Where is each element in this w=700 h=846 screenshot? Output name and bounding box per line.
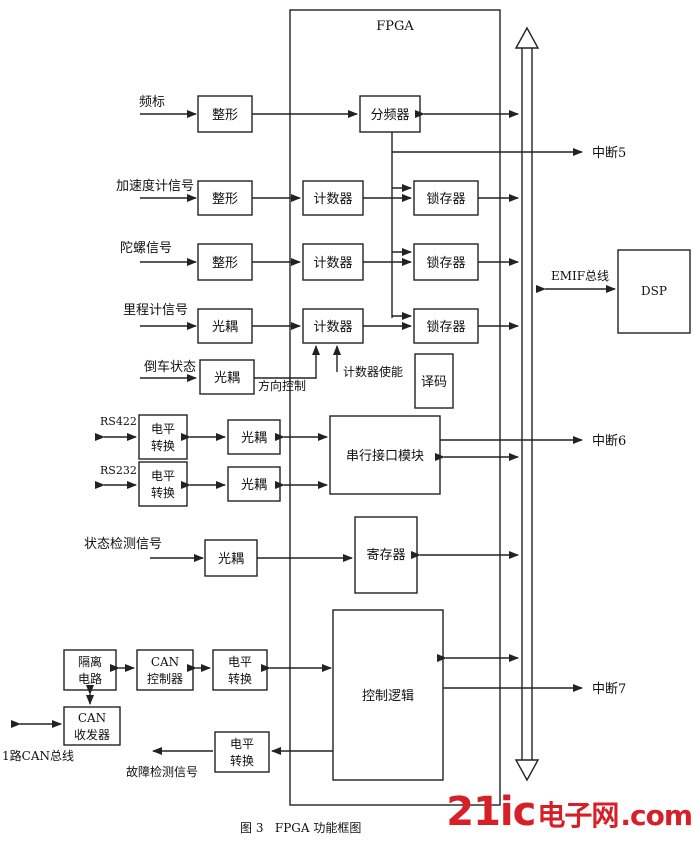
counter-box-3 [302, 308, 364, 344]
shaping-box-3 [197, 243, 253, 281]
level-box-1-line1: 电平 [151, 422, 175, 436]
control-logic-label: 控制逻辑 [362, 689, 414, 704]
isolation-line1: 隔离 [78, 654, 102, 669]
decoder-box [414, 353, 454, 409]
opto-box-3 [227, 419, 281, 455]
can-controller-box [136, 649, 194, 691]
can-transceiver-box [63, 706, 121, 746]
shaping-label-3: 整形 [212, 256, 238, 271]
level-box-1 [138, 414, 188, 460]
shaping-box-1 [197, 95, 253, 133]
opto-box-1 [197, 308, 253, 344]
isolation-box [63, 649, 117, 691]
input-rs422-label: RS422 [100, 415, 137, 428]
level-box-2-line1: 电平 [151, 469, 175, 483]
input-odo-label: 里程计信号 [123, 303, 188, 318]
input-status-label: 状态检测信号 [84, 537, 162, 552]
latch-label-3: 锁存器 [426, 319, 465, 335]
decoder-label: 译码 [421, 375, 447, 390]
watermark-sub: 电子网 [537, 799, 619, 832]
level-box-2 [138, 461, 188, 507]
shaping-label-2: 整形 [212, 192, 238, 207]
latch-label-2: 锁存器 [426, 255, 465, 271]
register-box [354, 516, 418, 594]
input-freq-label: 频标 [139, 95, 165, 110]
figure-caption: 图 3 FPGA 功能框图 [240, 821, 361, 835]
level-box-3-line1: 电平 [228, 655, 252, 669]
level-box-4 [214, 731, 270, 773]
counter-label-1: 计数器 [313, 192, 352, 207]
counter-box-2 [302, 243, 364, 281]
level-box-1-line2: 转换 [151, 438, 175, 453]
int6-label: 中断6 [592, 434, 626, 449]
input-rs232-label: RS232 [100, 464, 137, 477]
cnt-enable-label: 计数器使能 [343, 364, 403, 379]
level-box-4-line2: 转换 [230, 753, 254, 768]
watermark-domain: .com [620, 799, 693, 832]
level-box-4-line1: 电平 [230, 737, 254, 751]
int5-label: 中断5 [592, 146, 626, 161]
can-bus-label: 1路CAN总线 [2, 748, 74, 763]
fault-label: 故障检测信号 [126, 764, 198, 779]
dir-ctrl-label: 方向控制 [258, 378, 306, 393]
opto-box-2 [199, 359, 255, 395]
emif-label: EMIF总线 [551, 269, 609, 283]
watermark-logo: 21ic电子网.com [446, 789, 693, 836]
register-label: 寄存器 [366, 547, 405, 563]
opto-label-3: 光耦 [241, 431, 267, 446]
level-box-3-line2: 转换 [228, 671, 252, 686]
control-logic-box [332, 609, 444, 781]
can-controller-line1: CAN [151, 655, 179, 669]
opto-label-4: 光耦 [241, 478, 267, 493]
watermark-main: 21ic [446, 789, 536, 835]
can-transceiver-line1: CAN [78, 711, 106, 725]
fpga-label: FPGA [376, 19, 414, 34]
input-accel-label: 加速度计信号 [116, 178, 194, 194]
input-reverse-label: 倒车状态 [144, 359, 196, 375]
latch-box-2 [413, 243, 479, 281]
input-gyro-label: 陀螺信号 [120, 240, 172, 256]
divider-box [359, 95, 421, 133]
can-transceiver-line2: 收发器 [74, 727, 110, 742]
opto-box-4 [227, 466, 281, 502]
serial-module-label: 串行接口模块 [346, 448, 424, 464]
counter-label-2: 计数器 [313, 256, 352, 271]
level-box-3 [212, 649, 268, 691]
counter-label-3: 计数器 [313, 320, 352, 335]
opto-label-1: 光耦 [212, 320, 238, 335]
serial-module-box [329, 415, 441, 495]
counter-box-1 [302, 180, 364, 216]
data-bus [514, 26, 540, 782]
dsp-box [617, 249, 691, 334]
dsp-label: DSP [641, 284, 667, 298]
latch-label-1: 锁存器 [426, 191, 465, 207]
latch-box-1 [413, 180, 479, 216]
opto-label-5: 光耦 [218, 552, 244, 567]
divider-label: 分频器 [370, 108, 409, 123]
latch-box-3 [413, 308, 479, 344]
level-box-2-line2: 转换 [151, 485, 175, 500]
opto-label-2: 光耦 [214, 371, 240, 386]
isolation-line2: 电路 [78, 671, 102, 686]
can-controller-line2: 控制器 [147, 672, 183, 686]
shaping-label-1: 整形 [212, 108, 238, 123]
opto-box-5 [204, 539, 258, 577]
int7-label: 中断7 [592, 682, 626, 697]
